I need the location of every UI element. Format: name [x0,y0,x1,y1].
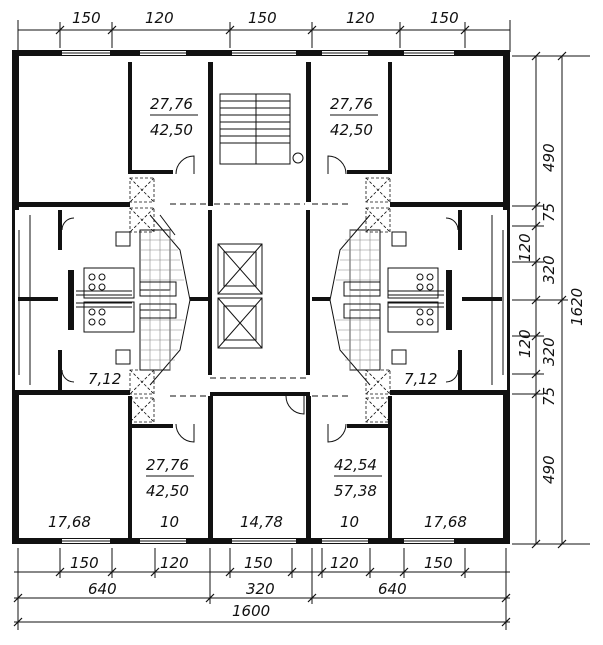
dim-right-3: 120 [516,233,534,262]
dim-top-1: 150 [72,9,101,27]
outer-walls [12,50,510,544]
dim-bottom1-3: 150 [244,554,273,572]
room-bottom-2: 10 [160,513,179,531]
room-bottom-right: 17,68 [424,513,467,531]
dim-bottom1-2: 120 [160,554,189,572]
area-bottom-left-total: 42,50 [146,482,189,500]
dim-right-7: 75 [540,387,558,406]
area-bottom-right-total: 57,38 [334,482,377,500]
area-bottom-right-living: 42,54 [334,456,377,474]
dim-top-5: 150 [430,9,459,27]
area-top-right-living: 27,76 [330,95,373,113]
dim-right-total: 1620 [568,288,586,326]
dim-bottom-total: 1600 [232,602,270,620]
dim-top-4: 120 [346,9,375,27]
area-top-right-total: 42,50 [330,121,373,139]
right-dimension-lines: 490 75 120 320 120 320 75 490 1620 [512,51,590,549]
area-top-left-total: 42,50 [150,121,193,139]
room-bottom-center: 14,78 [240,513,283,531]
bathroom-block-right [329,214,444,386]
area-bottom-left-living: 27,76 [146,456,189,474]
dim-bottom1-4: 120 [330,554,359,572]
area-left-mid: 7,12 [88,370,121,388]
room-bottom-4: 10 [340,513,359,531]
dim-bottom2-3: 640 [378,580,407,598]
area-labels: 27,76 42,50 27,76 42,50 7,12 7,12 27,76 … [48,95,467,531]
area-right-mid: 7,12 [404,370,437,388]
bottom-dimension-lines: 150 120 150 120 150 640 320 640 1600 [13,548,511,630]
doors [61,155,459,443]
dim-right-2: 75 [540,203,558,222]
area-top-left-living: 27,76 [150,95,193,113]
bathroom-block-left [76,214,191,386]
dim-right-5: 120 [516,329,534,358]
interior-walls [18,62,504,538]
dim-bottom1-1: 150 [70,554,99,572]
dim-top-3: 150 [248,9,277,27]
elevator-shafts [217,243,263,349]
room-bottom-left: 17,68 [48,513,91,531]
dim-bottom2-2: 320 [246,580,275,598]
top-dimension-line: 150 120 150 120 150 [17,9,511,52]
dim-right-1: 490 [540,143,558,172]
staircase [219,93,304,165]
dim-right-6: 320 [540,337,558,366]
dim-bottom2-1: 640 [88,580,117,598]
dim-bottom1-5: 150 [424,554,453,572]
dim-top-2: 120 [145,9,174,27]
dim-right-8: 490 [540,455,558,484]
dim-right-4: 320 [540,255,558,284]
